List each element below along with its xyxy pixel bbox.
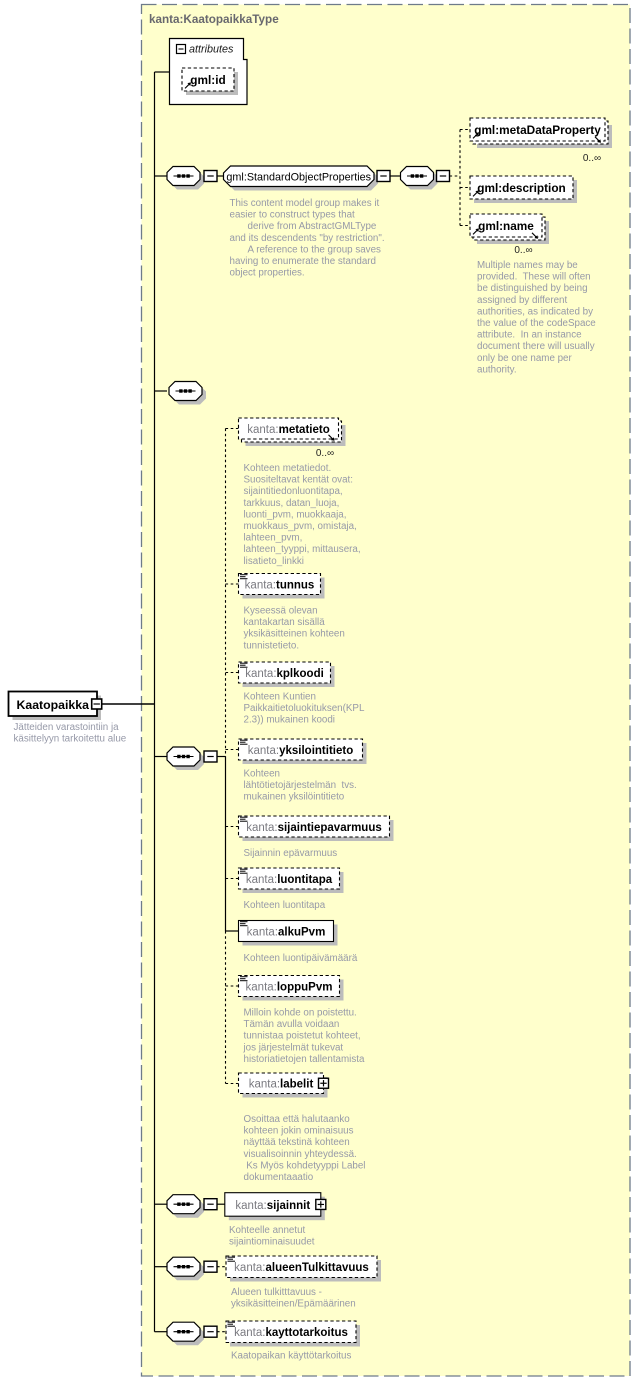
svg-text:provided. These will often: provided. These will often bbox=[477, 272, 591, 283]
svg-text:kanta:kayttotarkoitus: kanta:kayttotarkoitus bbox=[234, 1327, 348, 1339]
svg-text:object properties.: object properties. bbox=[230, 268, 305, 279]
svg-text:0..∞: 0..∞ bbox=[316, 448, 334, 459]
svg-text:Ks Myös kohdetyyppi Label: Ks Myös kohdetyyppi Label bbox=[244, 1160, 366, 1171]
svg-text:attribute. In an instance: attribute. In an instance bbox=[477, 330, 582, 341]
svg-text:kanta:alueenTulkittavuus: kanta:alueenTulkittavuus bbox=[234, 1262, 369, 1274]
svg-text:kantakartan sisällä: kantakartan sisällä bbox=[244, 617, 326, 628]
svg-text:Kyseessä olevan: Kyseessä olevan bbox=[244, 606, 318, 617]
svg-text:kanta:metatieto: kanta:metatieto bbox=[247, 424, 329, 436]
svg-text:be distinguished by being: be distinguished by being bbox=[477, 283, 588, 294]
svg-text:kanta:tunnus: kanta:tunnus bbox=[245, 579, 315, 591]
svg-text:kanta:KaatopaikkaType: kanta:KaatopaikkaType bbox=[149, 13, 279, 26]
svg-text:sijaintiominaisuudet: sijaintiominaisuudet bbox=[229, 1237, 315, 1248]
svg-text:Osoittaa että halutaanko: Osoittaa että halutaanko bbox=[244, 1114, 351, 1125]
svg-text:assigned by different: assigned by different bbox=[477, 295, 568, 306]
svg-text:Kohteen metatiedot.: Kohteen metatiedot. bbox=[244, 463, 332, 474]
svg-text:kanta:luontitapa: kanta:luontitapa bbox=[246, 874, 333, 886]
svg-text:jos järjestelmät tukevat: jos järjestelmät tukevat bbox=[243, 1042, 344, 1053]
svg-text:Kohteelle annetut: Kohteelle annetut bbox=[229, 1225, 306, 1236]
svg-text:gml:name: gml:name bbox=[478, 219, 534, 233]
svg-text:lahteen_pvm,: lahteen_pvm, bbox=[244, 533, 303, 544]
svg-text:näyttää tekstinä kohteen: näyttää tekstinä kohteen bbox=[244, 1137, 350, 1148]
svg-text:Tämän avulla voidaan: Tämän avulla voidaan bbox=[244, 1019, 340, 1030]
svg-text:Suositeltavat kentät ovat:: Suositeltavat kentät ovat: bbox=[244, 475, 353, 486]
svg-text:yksikäsitteinen/Epämäärinen: yksikäsitteinen/Epämäärinen bbox=[231, 1299, 356, 1310]
svg-text:attributes: attributes bbox=[189, 44, 234, 56]
svg-text:Multiple names may be: Multiple names may be bbox=[477, 260, 578, 271]
svg-text:gml:metaDataProperty: gml:metaDataProperty bbox=[474, 123, 601, 137]
svg-text:lähtötietojärjestelmän tvs.: lähtötietojärjestelmän tvs. bbox=[244, 780, 357, 791]
svg-text:kanta:labelit: kanta:labelit bbox=[249, 1079, 314, 1091]
svg-text:gml:description: gml:description bbox=[477, 181, 565, 195]
svg-text:muokkaus_pvm, omistaja,: muokkaus_pvm, omistaja, bbox=[244, 521, 357, 532]
svg-text:authorities, as indicated by: authorities, as indicated by bbox=[477, 306, 593, 317]
svg-text:Paikkaitietoluokituksen(KPL: Paikkaitietoluokituksen(KPL bbox=[244, 703, 365, 714]
svg-text:Kaatopaikan käyttötarkoitus: Kaatopaikan käyttötarkoitus bbox=[231, 1351, 351, 1362]
svg-text:0..∞: 0..∞ bbox=[583, 153, 601, 164]
svg-text:and its descendents "by restri: and its descendents "by restriction". bbox=[230, 233, 385, 244]
svg-text:Sijainnin epävarmuus: Sijainnin epävarmuus bbox=[244, 848, 338, 859]
svg-text:This content model group makes: This content model group makes it bbox=[230, 198, 380, 209]
svg-text:kanta:sijaintiepavarmuus: kanta:sijaintiepavarmuus bbox=[246, 822, 382, 834]
svg-text:kohteen jokin ominaisuus: kohteen jokin ominaisuus bbox=[244, 1126, 354, 1137]
svg-text:kanta:yksilointitieto: kanta:yksilointitieto bbox=[248, 745, 353, 757]
svg-text:tarkkuus, datan_luoja,: tarkkuus, datan_luoja, bbox=[244, 498, 340, 509]
svg-text:kanta:loppuPvm: kanta:loppuPvm bbox=[246, 981, 333, 993]
svg-text:historiatietojen tallentamista: historiatietojen tallentamista bbox=[244, 1054, 365, 1065]
svg-text:only be one name per: only be one name per bbox=[477, 353, 573, 364]
svg-text:yksikäsitteinen kohteen: yksikäsitteinen kohteen bbox=[244, 629, 345, 640]
svg-text:Kaatopaikka: Kaatopaikka bbox=[17, 698, 90, 712]
svg-text:derive from AbstractGMLType: derive from AbstractGMLType bbox=[248, 221, 377, 232]
svg-text:easier to construct types that: easier to construct types that bbox=[230, 210, 356, 221]
svg-text:A reference to the group saves: A reference to the group saves bbox=[248, 244, 382, 255]
svg-text:kanta:sijainnit: kanta:sijainnit bbox=[235, 1200, 310, 1212]
svg-text:tunnistaa poistetut kohteet,: tunnistaa poistetut kohteet, bbox=[244, 1031, 361, 1042]
svg-text:the value of the codeSpace: the value of the codeSpace bbox=[477, 318, 596, 329]
svg-text:tunnistetieto.: tunnistetieto. bbox=[244, 640, 300, 651]
svg-text:gml:id: gml:id bbox=[190, 73, 225, 87]
svg-text:dokumentaaatio: dokumentaaatio bbox=[244, 1172, 314, 1183]
svg-text:mukainen yksilöintitieto: mukainen yksilöintitieto bbox=[244, 792, 345, 803]
svg-text:lisatieto_linkki: lisatieto_linkki bbox=[244, 556, 304, 567]
svg-text:Kohteen Kuntien: Kohteen Kuntien bbox=[244, 692, 316, 703]
svg-text:lahteen_tyyppi, mittausera,: lahteen_tyyppi, mittausera, bbox=[244, 544, 361, 555]
svg-text:Alueen tulkitttavuus -: Alueen tulkitttavuus - bbox=[231, 1287, 322, 1298]
svg-text:sijaintitiedonluontitapa,: sijaintitiedonluontitapa, bbox=[244, 486, 343, 497]
svg-text:document there will usually: document there will usually bbox=[477, 341, 595, 352]
svg-text:authority.: authority. bbox=[477, 364, 517, 375]
svg-text:Kohteen: Kohteen bbox=[244, 769, 281, 780]
svg-text:0..∞: 0..∞ bbox=[514, 245, 532, 256]
svg-text:kanta:kplkoodi: kanta:kplkoodi bbox=[245, 668, 324, 680]
svg-text:having to enumerate the standa: having to enumerate the standard bbox=[230, 256, 377, 267]
svg-text:gml:StandardObjectProperties: gml:StandardObjectProperties bbox=[226, 172, 371, 184]
svg-text:Milloin kohde on poistettu.: Milloin kohde on poistettu. bbox=[244, 1008, 357, 1019]
svg-text:Kohteen luontitapa: Kohteen luontitapa bbox=[244, 900, 326, 911]
svg-text:kanta:alkuPvm: kanta:alkuPvm bbox=[247, 926, 326, 938]
svg-text:käsittelyyn tarkoitettu alue: käsittelyyn tarkoitettu alue bbox=[14, 734, 127, 745]
svg-text:luonti_pvm, muokkaaja,: luonti_pvm, muokkaaja, bbox=[244, 509, 347, 520]
svg-text:Jätteiden varastointiin ja: Jätteiden varastointiin ja bbox=[14, 722, 120, 733]
svg-text:visualisoinnin yhteydessä.: visualisoinnin yhteydessä. bbox=[244, 1149, 357, 1160]
svg-text:2.3)) mukainen koodi: 2.3)) mukainen koodi bbox=[244, 715, 336, 726]
svg-text:Kohteen luontipäivämäärä: Kohteen luontipäivämäärä bbox=[244, 953, 358, 964]
